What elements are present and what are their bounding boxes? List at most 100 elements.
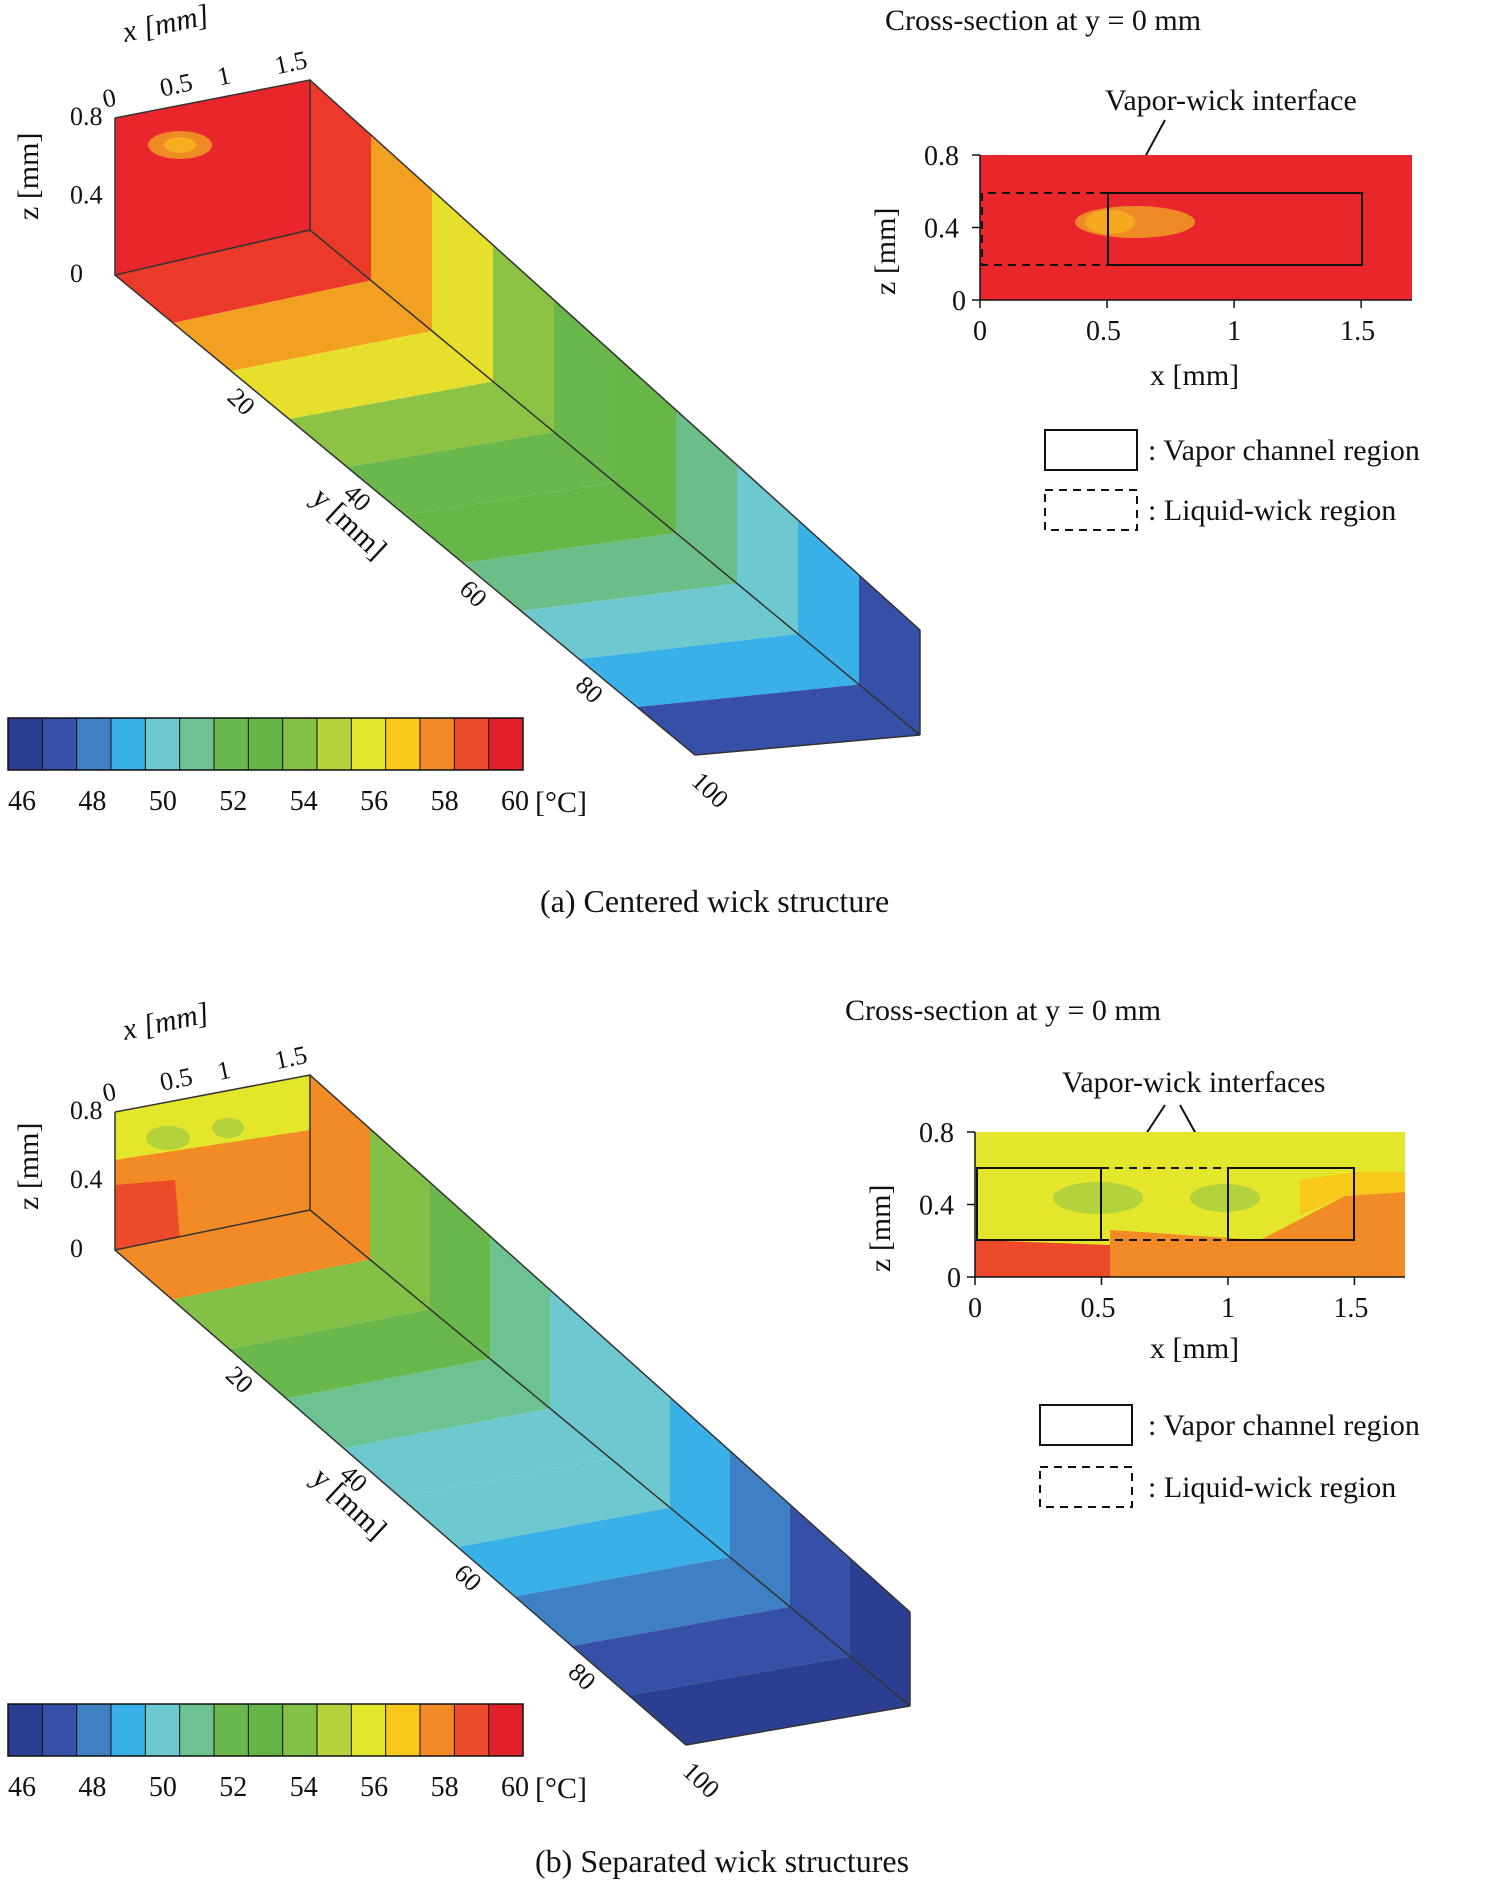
inset-z-tick-b-2: 0 [947,1263,961,1294]
bottom-band-a-6 [463,533,737,611]
colorbar-swatch-a-9 [317,718,352,770]
colorbar-swatch-a-6 [214,718,249,770]
inset-z-tick-a-2: 0 [952,286,966,317]
front-face-a [115,80,310,275]
inset-spot-b-1 [1053,1182,1143,1214]
hot-spot-a-core [164,137,196,153]
legend-liquid-swatch-a [1044,489,1138,531]
inset-x-tick-a-0: 0 [973,316,987,347]
bottom-band-a-5 [405,482,676,563]
colorbar-swatch-b-7 [248,1704,284,1756]
z-tick-b-0: 0.8 [70,1096,103,1125]
inset-x-label-b: x [mm] [1150,1332,1239,1365]
inset-x-tick-b-0: 0 [968,1293,982,1324]
caption-b: (b) Separated wick structures [535,1843,909,1879]
side-band-b-4 [550,1289,610,1458]
inset-z-tick-b-0: 0.8 [919,1118,954,1149]
bottom-band-b-3 [286,1358,550,1448]
edge-b-2 [309,1209,911,1707]
side-band-a-3 [493,245,554,432]
side-band-b-3 [490,1236,550,1409]
colorbar-unit-a: [°C] [535,786,587,819]
inset-title-a: Cross-section at y = 0 mm [885,4,1201,37]
bottom-face-a [115,230,920,755]
bottom-band-a-1 [173,280,432,371]
bottom-band-a-7 [521,583,798,659]
colorbar-tick-a-6: 58 [431,786,459,817]
inset-yellow-b [1300,1172,1405,1215]
inset-spot-b-2 [1190,1184,1260,1212]
edge-b-1 [309,1074,911,1613]
bottom-band-a-3 [289,381,554,467]
colorbar-frame-b [7,1703,524,1757]
colorbar-tick-b-0: 46 [8,1772,36,1803]
bottom-band-a-8 [579,634,859,707]
side-band-a-6 [676,410,737,584]
bottom-face-b [115,1210,910,1745]
colorbar-swatch-b-1 [42,1704,78,1756]
colorbar-tick-a-0: 46 [8,786,36,817]
legend-vapor-swatch-b [1039,1404,1133,1446]
colorbar-swatch-b-10 [351,1704,387,1756]
x-tick-b-2: 1 [215,1055,234,1086]
colorbar-swatch-b-8 [282,1704,318,1756]
colorbar-swatch-b-14 [488,1704,524,1756]
x-tick-a-1: 0.5 [157,67,195,102]
colorbar-tick-a-5: 56 [360,786,388,817]
side-band-b-9 [850,1558,910,1706]
y-tick-a-4: 100 [686,766,734,814]
colorbar-tick-a-3: 52 [219,786,247,817]
colorbar-swatch-b-4 [145,1704,181,1756]
side-band-a-0 [310,80,371,281]
edge-a-1 [309,79,921,631]
hot-spot-b-2 [212,1118,244,1138]
z-tick-b-2: 0 [70,1234,83,1263]
side-band-a-8 [798,520,859,685]
colorbar-tick-a-4: 54 [290,786,318,817]
x-tick-b-1: 0.5 [157,1062,195,1097]
legend-vapor-swatch-a [1044,429,1138,471]
colorbar-swatch-a-2 [76,718,112,770]
colorbar-swatch-a-10 [351,718,387,770]
bottom-band-b-0 [115,1210,370,1300]
side-band-b-7 [730,1450,790,1607]
z-ticks-a: 0.80.40 [70,102,103,288]
colorbar-tick-b-7: 60 [501,1772,529,1803]
legend-a: : Vapor channel region : Liquid-wick reg… [1044,429,1420,531]
colorbar-swatch-b-6 [214,1704,249,1756]
side-face-b [310,1075,910,1706]
colorbar-tick-b-5: 56 [360,1772,388,1803]
colorbar-swatch-b-3 [111,1704,146,1756]
side-face-a [310,80,920,735]
inset-x-tick-a-3: 1.5 [1340,316,1375,347]
x-tick-b-3: 1.5 [272,1040,310,1075]
edge-a-5 [694,734,921,756]
z-ticks-b: 0.8 0.4 0 [70,1096,103,1263]
colorbar-unit-b: [°C] [535,1772,587,1805]
colorbar-swatch-b-9 [317,1704,352,1756]
y-tick-b-4: 100 [677,1756,725,1804]
colorbar-swatch-b-5 [179,1704,215,1756]
inset-z-tick-a-0: 0.8 [924,141,959,172]
z-axis-label-a: z [mm] [12,133,45,220]
inset-z-ticks-b: 0.80.40 [919,1118,975,1294]
colorbar-swatch-a-5 [179,718,215,770]
legend-vapor-text-b: : Vapor channel region [1148,1409,1420,1442]
bottom-band-b-5 [400,1458,670,1547]
bottom-band-b-8 [571,1606,850,1696]
z-tick-a-2: 0 [70,259,83,288]
colorbar-tick-b-6: 58 [431,1772,459,1803]
caption-a: (a) Centered wick structure [540,883,889,919]
side-band-b-2 [430,1182,490,1359]
bottom-band-b-1 [172,1259,430,1349]
colorbar-tick-b-4: 54 [290,1772,318,1803]
inset-red-b [975,1240,1110,1277]
z-tick-b-1: 0.4 [70,1165,103,1194]
side-band-a-2 [432,190,493,382]
